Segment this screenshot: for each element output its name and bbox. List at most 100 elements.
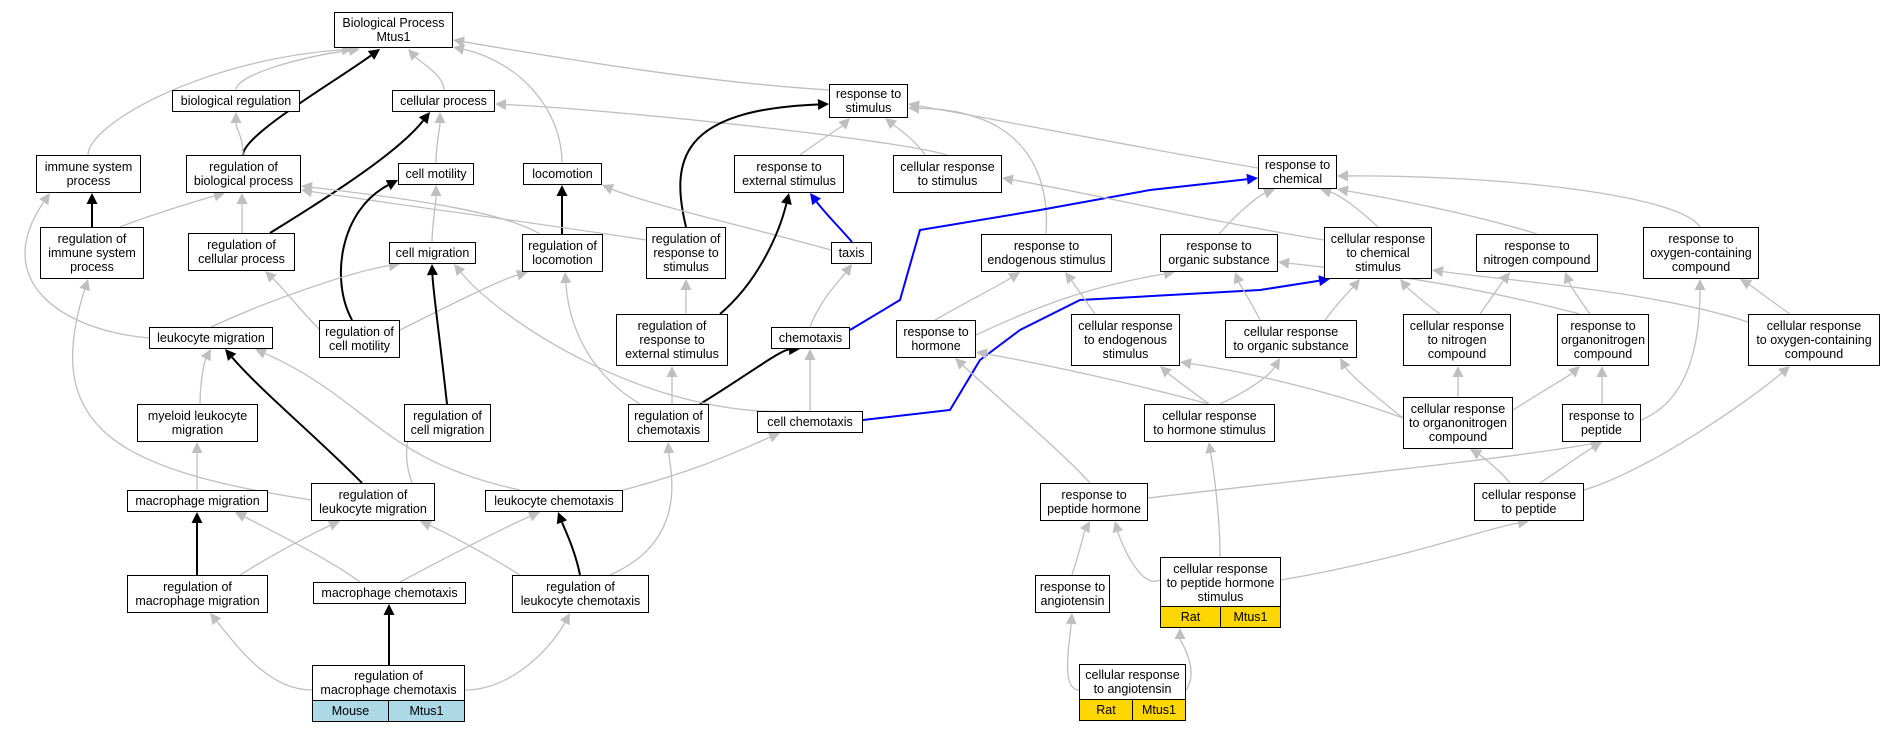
arrowhead	[1205, 442, 1217, 454]
edge-cchemo-chemo	[804, 349, 816, 411]
node-cell-chemotaxis[interactable]: cell chemotaxis	[757, 411, 863, 433]
edge-crhs-cros	[1219, 358, 1280, 405]
arrowhead	[781, 193, 792, 205]
node-biological-regulation[interactable]: biological regulation	[172, 90, 300, 112]
node-cellular-response-to-stimulus[interactable]: cellular response to stimulus	[893, 155, 1002, 193]
node-regulation-of-cellular-process[interactable]: regulation of cellular process	[188, 233, 295, 271]
node-response-to-hormone[interactable]: response to hormone	[896, 320, 976, 358]
edge-line	[24, 201, 150, 339]
arrowhead	[602, 184, 615, 195]
node-regulation-of-cell-motility[interactable]: regulation of cell motility	[319, 320, 400, 358]
node-cellular-response-to-peptide[interactable]: cellular response to peptide	[1474, 483, 1584, 521]
node-cellular-response-to-chemical-stimulus[interactable]: cellular response to chemical stimulus	[1324, 227, 1432, 279]
node-macrophage-chemotaxis[interactable]: macrophage chemotaxis	[313, 582, 466, 604]
node-regulation-of-biological-process[interactable]: regulation of biological process	[186, 155, 301, 193]
node-leukocyte-migration[interactable]: leukocyte migration	[149, 327, 273, 349]
arrowhead	[265, 271, 277, 283]
node-myeloid-leukocyte-migration[interactable]: myeloid leukocyte migration	[137, 404, 258, 442]
edge-line	[862, 279, 1320, 421]
edge-rlm-risp	[71, 279, 312, 501]
node-chemotaxis[interactable]: chemotaxis	[771, 327, 850, 349]
node-cellular-response-to-hormone-stimulus[interactable]: cellular response to hormone stimulus	[1144, 404, 1275, 442]
node-response-to-endogenous-stimulus[interactable]: response to endogenous stimulus	[981, 234, 1112, 272]
node-regulation-of-leukocyte-chemotaxis[interactable]: regulation of leukocyte chemotaxis	[512, 575, 649, 613]
edge-line	[1640, 289, 1701, 421]
edge-line	[505, 103, 948, 156]
node-cellular-response-to-endogenous-stimulus[interactable]: cellular response to endogenous stimulus	[1071, 314, 1180, 366]
node-locomotion[interactable]: locomotion	[523, 163, 602, 185]
arrowhead	[434, 112, 446, 123]
node-response-to-organonitrogen-compound[interactable]: response to organonitrogen compound	[1557, 314, 1649, 366]
arrowhead	[559, 613, 570, 626]
node-response-to-external-stimulus[interactable]: response to external stimulus	[734, 155, 844, 193]
edge-lm-isp	[24, 193, 150, 339]
node-taxis[interactable]: taxis	[831, 242, 872, 264]
node-regulation-of-cell-migration[interactable]: regulation of cell migration	[404, 404, 491, 442]
edge-line	[1280, 522, 1519, 581]
node-regulation-of-immune-system-process[interactable]: regulation of immune system process	[40, 227, 144, 279]
edge-line	[609, 452, 673, 576]
edge-crocc-crcs	[1432, 266, 1749, 323]
node-cellular-response-to-organonitrogen-compound[interactable]: cellular response to organonitrogen comp…	[1403, 397, 1513, 449]
node-immune-system-process[interactable]: immune system process	[36, 155, 141, 193]
node-response-to-chemical[interactable]: response to chemical	[1258, 155, 1337, 189]
edge-line	[71, 289, 312, 501]
edge-cchemo-cmig	[454, 264, 801, 413]
node-biological-process-mtus1[interactable]: Biological Process Mtus1	[334, 12, 453, 48]
arrowhead	[560, 272, 572, 284]
edge-line	[622, 436, 771, 491]
node-regulation-of-chemotaxis[interactable]: regulation of chemotaxis	[628, 404, 709, 442]
edge-rmm-mm	[191, 512, 203, 575]
node-regulation-of-response-to-external-stimulus[interactable]: regulation of response to external stimu…	[616, 314, 728, 366]
arrowhead	[1337, 170, 1349, 182]
node-response-to-peptide[interactable]: response to peptide	[1562, 404, 1641, 442]
node-regulation-of-leukocyte-migration[interactable]: regulation of leukocyte migration	[311, 483, 435, 521]
node-response-to-nitrogen-compound[interactable]: response to nitrogen compound	[1476, 234, 1598, 272]
edge-crhs-cres	[1160, 366, 1210, 405]
edge-line	[611, 188, 832, 251]
node-leukocyte-chemotaxis[interactable]: leukocyte chemotaxis	[485, 490, 623, 512]
edge-rres-rrs	[680, 279, 692, 314]
edge-rcm-cm	[339, 180, 398, 321]
edge-mlm-lm	[199, 349, 211, 405]
node-macrophage-migration[interactable]: macrophage migration	[127, 490, 268, 512]
edge-line	[1583, 372, 1783, 491]
edge-rcmig-cmig	[426, 264, 448, 405]
edge-rlm-lm	[225, 349, 363, 484]
edge-line	[1347, 175, 1701, 228]
arrowhead	[200, 349, 211, 362]
node-response-to-oxygen-containing-compound[interactable]: response to oxygen-containing compound	[1643, 227, 1759, 279]
species-tags: Rat Mtus1	[1080, 699, 1185, 720]
node-regulation-of-macrophage-chemotaxis[interactable]: regulation of macrophage chemotaxis Mous…	[312, 665, 465, 722]
edge-cronc-cres	[1180, 358, 1404, 419]
edge-cp-bp	[408, 49, 445, 91]
node-cellular-response-to-angiotensin[interactable]: cellular response to angiotensin Rat Mtu…	[1079, 664, 1186, 721]
edge-cran-rang	[1065, 613, 1080, 691]
edge-rcm-rloc	[399, 269, 528, 331]
node-regulation-of-macrophage-migration[interactable]: regulation of macrophage migration	[127, 575, 268, 613]
arrowhead	[236, 193, 248, 204]
node-regulation-of-response-to-stimulus[interactable]: regulation of response to stimulus	[646, 227, 726, 279]
arrowhead	[1596, 366, 1608, 377]
node-regulation-of-locomotion[interactable]: regulation of locomotion	[522, 234, 603, 272]
node-cellular-response-to-oxygen-containing-compound[interactable]: cellular response to oxygen-containing c…	[1748, 314, 1880, 366]
node-cellular-response-to-nitrogen-compound[interactable]: cellular response to nitrogen compound	[1403, 314, 1511, 366]
arrowhead	[1778, 366, 1790, 378]
arrowhead	[1400, 279, 1412, 291]
node-cellular-response-to-organic-substance[interactable]: cellular response to organic substance	[1225, 320, 1357, 358]
node-response-to-organic-substance[interactable]: response to organic substance	[1160, 234, 1278, 272]
node-response-to-stimulus[interactable]: response to stimulus	[829, 84, 908, 118]
node-cellular-response-to-peptide-hormone-stimulus[interactable]: cellular response to peptide hormone sti…	[1160, 557, 1281, 628]
edge-line	[975, 273, 1165, 336]
edge-line	[1749, 284, 1791, 315]
species-tag-rat: Rat	[1161, 607, 1220, 627]
edge-line	[1406, 286, 1441, 315]
node-cell-motility[interactable]: cell motility	[398, 163, 474, 185]
arrowhead	[1452, 366, 1464, 377]
node-response-to-angiotensin[interactable]: response to angiotensin	[1035, 575, 1110, 613]
species-tags: Mouse Mtus1	[313, 700, 464, 721]
node-cellular-process[interactable]: cellular process	[392, 90, 495, 112]
node-cell-migration[interactable]: cell migration	[389, 242, 476, 264]
node-response-to-peptide-hormone[interactable]: response to peptide hormone	[1040, 483, 1148, 521]
node-label: cellular response to peptide hormone sti…	[1166, 561, 1275, 604]
